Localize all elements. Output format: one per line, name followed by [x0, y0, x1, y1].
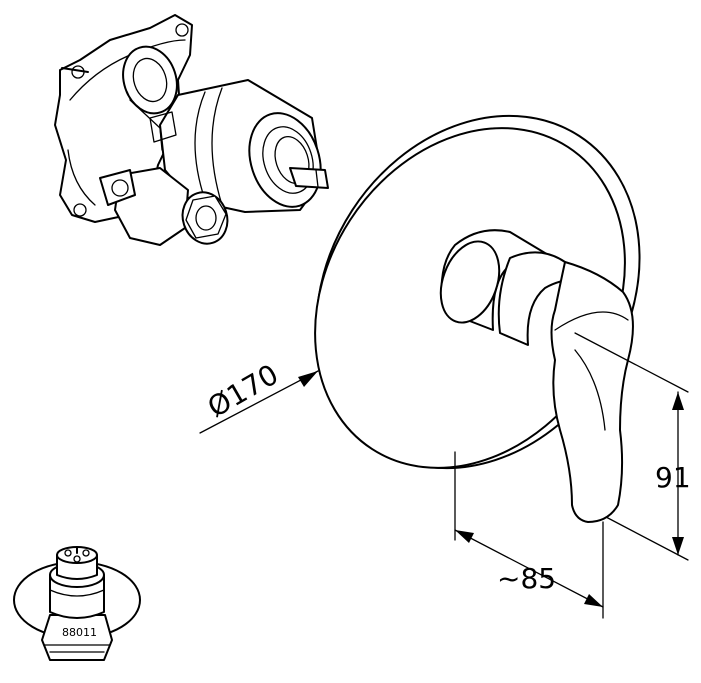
- concealed-valve-body-icon: [54, 14, 329, 246]
- part-number-label: 88011: [62, 626, 97, 639]
- single-lever-trim-icon: [314, 114, 641, 523]
- cartridge-part-icon: 88011: [13, 546, 141, 661]
- diameter-label: Ø170: [202, 358, 284, 424]
- height-dimension: 91: [574, 332, 691, 561]
- projection-label: ~85: [497, 562, 556, 595]
- projection-dimension: ~85: [454, 451, 604, 619]
- height-label: 91: [655, 461, 691, 494]
- diameter-dimension: Ø170: [199, 358, 319, 434]
